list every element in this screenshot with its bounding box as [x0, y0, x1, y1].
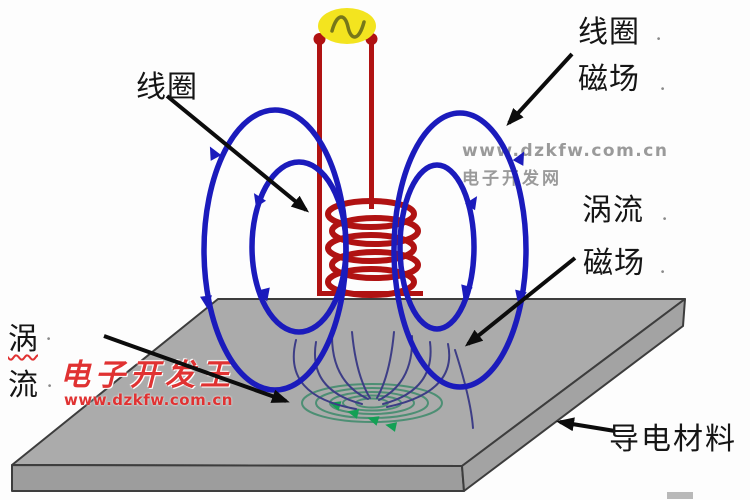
field-line: [292, 339, 357, 410]
coil-turn: [329, 215, 421, 247]
label-coil: 线圈: [136, 70, 198, 105]
eddy-direction-arrow-icon: [367, 416, 380, 426]
arrow-coil: [165, 94, 310, 213]
label-eddy-char2: 流: [8, 368, 38, 403]
arrow-coil-field: [506, 52, 574, 126]
slab-front-face: [11, 464, 465, 492]
field-direction-arrow-icon: [200, 295, 212, 309]
field-line: [454, 349, 474, 429]
watermark-site-gray: 电子开发网: [462, 169, 562, 189]
field-line: [382, 341, 432, 405]
coil-turn: [325, 232, 417, 264]
field-direction-arrow-icon: [461, 284, 473, 299]
label-eddy-char1: 涡: [8, 322, 38, 357]
watermark-url-gray: www.dzkfw.com.cn: [462, 141, 669, 161]
arrow-conductive-material: [556, 417, 616, 433]
artifact-smudge: [667, 492, 693, 499]
coil-turn: [329, 249, 421, 281]
field-line: [386, 343, 451, 408]
paragraph-mark: ·: [660, 80, 666, 98]
watermark-url-red: www.dzkfw.com.cn: [64, 391, 233, 409]
field-direction-arrow-icon: [253, 193, 267, 208]
field-loop-left-inner: [249, 159, 349, 335]
field-loop-right-inner: [397, 162, 477, 332]
wire-left: [317, 39, 322, 296]
paragraph-mark: ·: [656, 30, 662, 48]
coil-turn: [325, 266, 417, 298]
field-loop-left-outer: [201, 107, 349, 393]
paragraph-mark: ·: [47, 377, 53, 395]
field-line: [314, 341, 363, 405]
slab-right-face: [461, 298, 686, 492]
field-line: [331, 335, 369, 400]
field-direction-arrow-icon: [515, 289, 527, 304]
label-conductive-material: 导电材料: [609, 422, 737, 457]
eddy-ring: [342, 394, 402, 412]
eddy-ring: [355, 397, 389, 409]
eddy-direction-arrow-icon: [385, 422, 398, 432]
field-direction-arrow-icon: [464, 196, 478, 211]
field-direction-arrow-icon: [258, 287, 270, 302]
eddy-ring: [301, 383, 443, 423]
paragraph-mark: ·: [660, 263, 666, 281]
ac-source-body: [318, 8, 376, 44]
arrow-eddy-field: [464, 256, 577, 347]
ac-source: [318, 8, 376, 44]
watermark-site-red: 电子开发王: [60, 358, 235, 393]
eddy-ring: [329, 391, 415, 415]
paragraph-mark: ·: [46, 330, 52, 348]
label-eddy-field-line2: 磁场: [583, 246, 645, 281]
eddy-direction-arrow-icon: [329, 401, 342, 411]
wire-right: [369, 39, 374, 209]
coil-circuit: [313, 33, 423, 298]
eddy-field-lines: [292, 331, 474, 429]
label-coil-field-line2: 磁场: [578, 62, 640, 97]
coil-turn: [325, 198, 417, 230]
paragraph-mark: ·: [662, 210, 668, 228]
field-direction-arrow-icon: [209, 146, 222, 161]
eddy-ring: [315, 387, 429, 419]
field-line: [378, 335, 414, 401]
field-line: [376, 331, 395, 399]
terminal-left: [313, 33, 326, 45]
label-eddy-field-line1: 涡流: [582, 193, 644, 228]
eddy-current-rings: [301, 383, 443, 432]
eddy-direction-arrow-icon: [347, 409, 360, 419]
field-line: [351, 331, 371, 399]
sine-wave-icon: [330, 15, 366, 39]
label-coil-field-line1: 线圈: [578, 15, 640, 50]
terminal-right: [365, 33, 378, 45]
wire-bottom: [317, 291, 423, 296]
